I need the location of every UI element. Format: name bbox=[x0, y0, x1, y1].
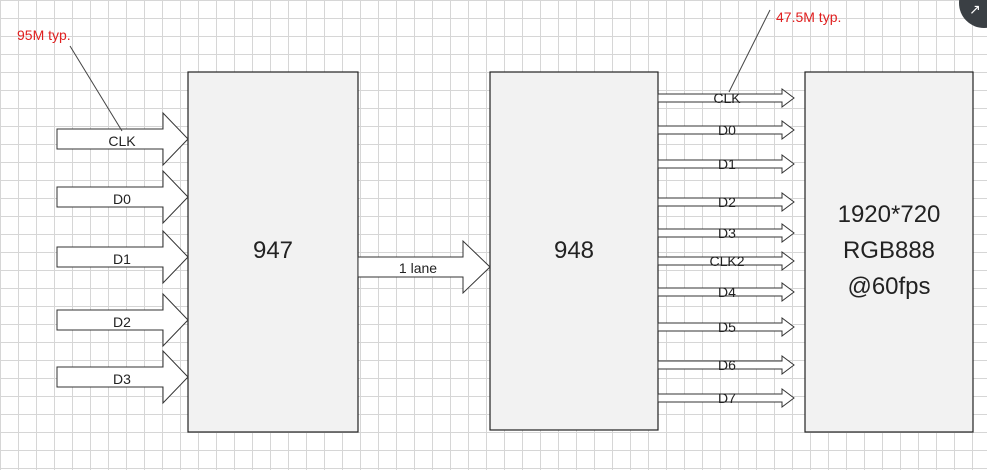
output-arrow-d3: D3 bbox=[657, 223, 795, 243]
input-arrow-d0: D0 bbox=[56, 169, 189, 225]
input-arrow-d2: D2 bbox=[56, 292, 189, 348]
expand-arrow-icon[interactable]: ↗ bbox=[959, 0, 987, 28]
display-block bbox=[804, 71, 974, 433]
input-arrow-clk: CLK bbox=[56, 111, 189, 167]
input-label-d3: D3 bbox=[113, 371, 131, 387]
note-input-clock: 95M typ. bbox=[17, 27, 71, 43]
output-arrow-d6: D6 bbox=[657, 355, 795, 375]
output-arrow-d2: D2 bbox=[657, 192, 795, 212]
output-label-d0: D0 bbox=[718, 122, 736, 138]
note-output-clock: 47.5M typ. bbox=[776, 9, 841, 25]
note-leader-input bbox=[69, 45, 123, 132]
output-arrow-d4: D4 bbox=[657, 282, 795, 302]
input-label-d0: D0 bbox=[113, 191, 131, 207]
output-label-d7: D7 bbox=[718, 390, 736, 406]
output-label-d3: D3 bbox=[718, 225, 736, 241]
input-arrow-d1: D1 bbox=[56, 229, 189, 285]
deserializer-block bbox=[489, 71, 659, 431]
output-arrow-clk: CLK bbox=[657, 88, 795, 108]
output-label-d5: D5 bbox=[718, 319, 736, 335]
display-line-3: @60fps bbox=[847, 273, 930, 300]
output-label-d4: D4 bbox=[718, 284, 736, 300]
input-label-clk: CLK bbox=[108, 133, 136, 149]
input-label-d1: D1 bbox=[113, 251, 131, 267]
output-arrow-d0: D0 bbox=[657, 120, 795, 140]
input-arrow-d3: D3 bbox=[56, 349, 189, 405]
input-label-d2: D2 bbox=[113, 314, 131, 330]
output-arrow-d5: D5 bbox=[657, 317, 795, 337]
serializer-block bbox=[187, 71, 359, 433]
output-arrow-d1: D1 bbox=[657, 154, 795, 174]
output-label-clk2: CLK2 bbox=[709, 253, 744, 269]
serializer-label: 947 bbox=[253, 237, 293, 264]
link-label: 1 lane bbox=[399, 260, 437, 276]
link-arrow: 1 lane bbox=[357, 239, 491, 295]
output-arrow-clk2: CLK2 bbox=[657, 251, 795, 271]
deserializer-label: 948 bbox=[554, 237, 594, 264]
output-label-clk: CLK bbox=[713, 90, 741, 106]
note-leader-output bbox=[728, 9, 771, 93]
output-label-d1: D1 bbox=[718, 156, 736, 172]
display-line-2: RGB888 bbox=[843, 237, 935, 264]
display-line-1: 1920*720 bbox=[838, 201, 941, 228]
output-arrow-d7: D7 bbox=[657, 388, 795, 408]
output-label-d6: D6 bbox=[718, 357, 736, 373]
output-label-d2: D2 bbox=[718, 194, 736, 210]
